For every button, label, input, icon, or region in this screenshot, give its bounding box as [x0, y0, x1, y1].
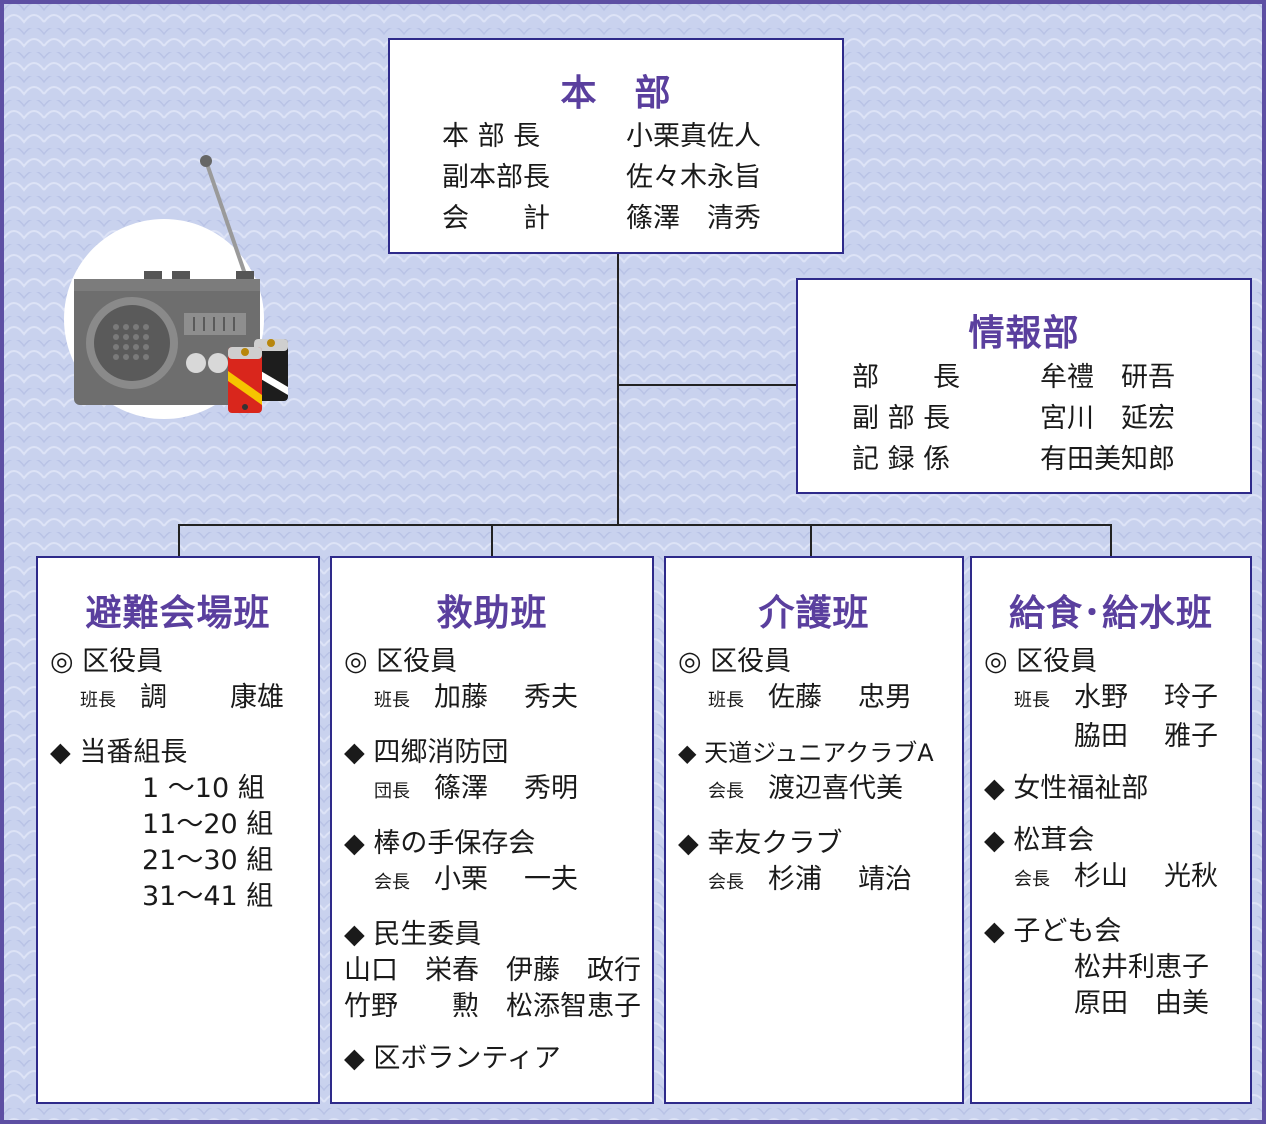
honbu-title: 本 部: [560, 73, 672, 114]
kyujo-title: 救助班: [436, 593, 548, 634]
kaigo-sec2-role: 会長: [708, 781, 744, 802]
honbu-role-1: 本 部 長: [442, 121, 541, 152]
kaigo-head: ◎ 区役員: [678, 646, 792, 677]
kaigo-sec2-name: 渡辺喜代美: [768, 773, 903, 804]
drop-line-2: [491, 524, 493, 556]
kyujo-sec4-line1: 山口 栄春 伊藤 政行: [344, 955, 641, 986]
hinan-kumi-3: 21～30 組: [142, 845, 274, 876]
kyujo-sec3-role: 会長: [374, 872, 410, 893]
group-kaigo: 介護班 ◎ 区役員 班長 佐藤 忠男 ◆ 天道ジュニアクラブA 会長 渡辺喜代美…: [664, 556, 964, 1104]
kyushoku-leader-role: 班長: [1014, 690, 1050, 711]
kyushoku-leader2-name1: 脇田: [1074, 721, 1128, 752]
kaigo-sec2: ◆ 天道ジュニアクラブA: [678, 739, 934, 767]
kyushoku-sec2: ◆ 女性福祉部: [984, 773, 1149, 804]
honbu-role-2: 副本部長: [442, 162, 550, 193]
kyushoku-leader-name1: 水野: [1074, 682, 1128, 713]
kyujo-sec4: ◆ 民生委員: [344, 919, 482, 950]
hinan-kumi-header: ◆ 当番組長: [50, 737, 188, 768]
kyujo-leader-name2: 秀夫: [524, 682, 578, 713]
kaigo-leader-name2: 忠男: [858, 682, 912, 713]
kaigo-sec3-name1: 杉浦: [768, 864, 822, 895]
honbu-name-3: 篠澤 清秀: [626, 203, 761, 234]
kyushoku-sec3-name2: 光秋: [1164, 861, 1218, 892]
hinan-kumi-2: 11～20 組: [142, 809, 274, 840]
kyujo-sec5: ◆ 区ボランティア: [344, 1043, 561, 1074]
radio-illustration: [64, 155, 288, 419]
drop-line-3: [810, 524, 812, 556]
honbu-name-2: 佐々木永旨: [626, 162, 761, 193]
kyushoku-sec4-line2: 原田 由美: [1074, 988, 1209, 1019]
trunk-line: [617, 252, 619, 524]
hinan-kumi-4: 31～41 組: [142, 881, 274, 912]
hinan-leader-role: 班長: [80, 690, 116, 711]
joho-role-2: 副 部 長: [852, 403, 951, 434]
kyujo-head: ◎ 区役員: [344, 646, 458, 677]
group-kyushoku: 給食･給水班 ◎ 区役員 班長 水野 玲子 脇田 雅子 ◆ 女性福祉部 ◆ 松茸…: [970, 556, 1252, 1104]
radio-icon: [74, 279, 260, 405]
kyujo-leader-role: 班長: [374, 690, 410, 711]
hinan-title: 避難会場班: [85, 593, 271, 634]
kyushoku-leader2-name2: 雅子: [1164, 721, 1218, 752]
kyushoku-sec3-role: 会長: [1014, 869, 1050, 890]
kyushoku-head: ◎ 区役員: [984, 646, 1098, 677]
kaigo-leader-role: 班長: [708, 690, 744, 711]
hinan-leader-name1: 調: [140, 682, 167, 713]
kyushoku-sec4: ◆ 子ども会: [984, 916, 1122, 947]
kyujo-leader-name1: 加藤: [434, 682, 488, 713]
honbu-box: 本 部 本 部 長 小栗真佐人 副本部長 佐々木永旨 会 計 篠澤 清秀: [388, 38, 844, 254]
group-hinan: 避難会場班 ◎ 区役員 班長 調 康雄 ◆ 当番組長 1 ～10 組 11～20…: [36, 556, 320, 1104]
kyujo-sec2-name1: 篠澤: [434, 773, 488, 804]
group-kyujo: 救助班 ◎ 区役員 班長 加藤 秀夫 ◆ 四郷消防団 団長 篠澤 秀明 ◆ 棒の…: [330, 556, 654, 1104]
joho-role-1: 部 長: [852, 362, 960, 393]
joho-name-1: 牟禮 研吾: [1040, 362, 1175, 393]
joho-role-3: 記 録 係: [852, 444, 951, 475]
kyujo-sec3-name1: 小栗: [434, 864, 488, 895]
drop-line-1: [178, 524, 180, 556]
hinan-leader-name2: 康雄: [230, 682, 284, 713]
kaigo-leader-name1: 佐藤: [768, 682, 822, 713]
kaigo-sec3: ◆ 幸友クラブ: [678, 828, 843, 859]
kyujo-sec3: ◆ 棒の手保存会: [344, 828, 536, 859]
kyujo-sec3-name2: 一夫: [524, 864, 578, 895]
antenna: [204, 160, 248, 278]
hinan-kumi-1: 1 ～10 組: [142, 773, 265, 804]
kyushoku-title: 給食･給水班: [1008, 593, 1213, 634]
kaigo-sec3-name2: 靖治: [858, 864, 912, 895]
kyujo-sec2: ◆ 四郷消防団: [344, 737, 509, 768]
kyujo-sec2-name2: 秀明: [524, 773, 578, 804]
hinan-head: ◎ 区役員: [50, 646, 164, 677]
kaigo-title: 介護班: [758, 593, 870, 634]
kyujo-sec4-line2: 竹野 勲 松添智恵子: [344, 991, 641, 1022]
joho-name-3: 有田美知郎: [1040, 444, 1175, 475]
kaigo-sec3-role: 会長: [708, 872, 744, 893]
joho-name-2: 宮川 延宏: [1040, 403, 1175, 434]
branch-line: [178, 524, 1112, 526]
honbu-name-1: 小栗真佐人: [626, 121, 761, 152]
kyushoku-sec4-line1: 松井利恵子: [1074, 952, 1209, 983]
battery-icon: [228, 339, 288, 413]
kyushoku-leader-name2: 玲子: [1164, 682, 1218, 713]
kyujo-sec2-role: 団長: [374, 781, 410, 802]
drop-line-4: [1110, 524, 1112, 556]
honbu-role-3: 会 計: [442, 203, 550, 234]
joho-title: 情報部: [968, 313, 1080, 354]
joho-connector: [617, 384, 799, 386]
joho-box: 情報部 部 長 牟禮 研吾 副 部 長 宮川 延宏 記 録 係 有田美知郎: [796, 278, 1252, 494]
kyushoku-sec3: ◆ 松茸会: [984, 825, 1095, 856]
kyushoku-sec3-name1: 杉山: [1074, 861, 1128, 892]
